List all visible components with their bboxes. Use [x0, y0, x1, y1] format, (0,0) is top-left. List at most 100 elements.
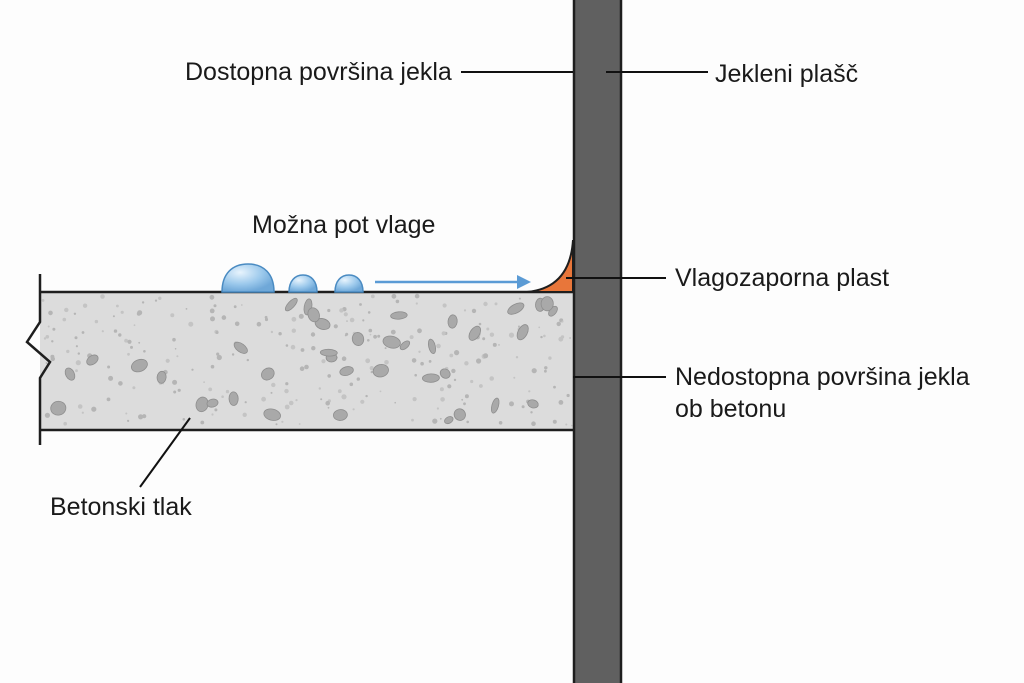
aggregate-speck: [395, 299, 400, 304]
aggregate-speck: [210, 316, 215, 322]
aggregate-speck: [291, 328, 296, 333]
aggregate-stone: [468, 325, 482, 341]
label-inaccessible-line2: ob betonu: [675, 395, 787, 423]
aggregate-speck: [558, 400, 564, 405]
aggregate-speck: [327, 308, 331, 313]
aggregate-speck: [298, 313, 304, 319]
aggregate-speck: [270, 391, 273, 394]
aggregate-speck: [565, 423, 568, 426]
aggregate-speck: [176, 355, 179, 358]
aggregate-speck: [553, 385, 556, 389]
aggregate-speck: [411, 358, 417, 363]
aggregate-speck: [344, 334, 347, 337]
aggregate-speck: [492, 342, 497, 347]
aggregate-speck: [200, 420, 205, 425]
label-moisture-barrier: Vlagozaporna plast: [675, 264, 890, 292]
aggregate-speck: [231, 353, 235, 356]
aggregate-speck: [154, 299, 158, 302]
aggregate-stone: [50, 400, 67, 416]
moisture-path-arrow: [375, 275, 531, 289]
aggregate-speck: [208, 387, 213, 392]
aggregate-speck: [420, 361, 424, 366]
aggregate-speck: [281, 420, 284, 423]
aggregate-speck: [124, 338, 128, 343]
aggregate-speck: [513, 376, 516, 379]
aggregate-speck: [415, 302, 418, 305]
aggregate-speck: [64, 307, 69, 313]
aggregate-speck: [100, 294, 105, 299]
aggregate-speck: [304, 364, 309, 370]
aggregate-stone: [382, 335, 401, 349]
aggregate-speck: [177, 388, 181, 392]
aggregate-speck: [264, 317, 269, 322]
aggregate-speck: [489, 332, 495, 337]
aggregate-speck: [508, 332, 515, 338]
aggregate-speck: [211, 413, 214, 416]
aggregate-speck: [182, 418, 186, 421]
aggregate-speck: [81, 411, 84, 414]
aggregate-speck: [325, 400, 331, 406]
aggregate-stone: [284, 297, 298, 312]
aggregate-stone: [372, 363, 389, 378]
aggregate-speck: [214, 408, 218, 412]
aggregate-speck: [77, 352, 81, 355]
aggregate-speck: [48, 310, 53, 316]
aggregate-speck: [509, 401, 514, 407]
label-inaccessible-line1: Nedostopna površina jekla: [675, 363, 970, 391]
aggregate-speck: [569, 337, 572, 339]
aggregate-stone: [540, 296, 554, 312]
aggregate-speck: [464, 361, 469, 366]
aggregate-speck: [107, 365, 111, 369]
aggregate-speck: [470, 379, 474, 384]
aggregate-speck: [275, 423, 278, 426]
aggregate-speck: [215, 331, 219, 334]
concrete-slab: [40, 290, 573, 432]
aggregate-speck: [216, 352, 220, 356]
aggregate-speck: [531, 421, 536, 427]
water-droplets: [221, 263, 364, 293]
aggregate-speck: [442, 303, 447, 308]
leader-concrete-floor: [139, 417, 191, 488]
aggregate-stone: [439, 368, 451, 379]
aggregate-stone: [444, 416, 454, 425]
aggregate-speck: [112, 315, 115, 318]
aggregate-speck: [138, 341, 141, 344]
aggregate-speck: [463, 402, 466, 406]
concrete-aggregate: [41, 293, 573, 427]
aggregate-speck: [45, 335, 50, 339]
label-steel-casing: Jekleni plašč: [715, 60, 859, 88]
aggregate-speck: [409, 335, 414, 340]
aggregate-speck: [447, 384, 452, 389]
aggregate-speck: [81, 331, 85, 334]
aggregate-speck: [352, 408, 355, 411]
aggregate-stone: [490, 397, 500, 414]
aggregate-speck: [108, 375, 114, 381]
aggregate-stone: [453, 408, 466, 421]
aggregate-speck: [432, 418, 438, 424]
aggregate-speck: [414, 373, 418, 377]
aggregate-speck: [271, 382, 276, 388]
aggregate-speck: [515, 356, 519, 359]
aggregate-speck: [82, 303, 88, 308]
water-droplet: [288, 274, 318, 293]
aggregate-speck: [143, 350, 146, 353]
aggregate-speck: [370, 370, 373, 374]
aggregate-speck: [349, 382, 354, 387]
aggregate-speck: [479, 384, 483, 388]
aggregate-speck: [439, 417, 442, 420]
aggregate-stone: [130, 358, 148, 373]
aggregate-speck: [170, 313, 175, 318]
aggregate-speck: [411, 418, 414, 422]
aggregate-speck: [299, 366, 305, 372]
aggregate-speck: [320, 398, 323, 401]
aggregate-stone: [333, 409, 348, 421]
aggregate-speck: [278, 332, 282, 336]
aggregate-speck: [571, 424, 573, 427]
aggregate-speck: [365, 358, 371, 364]
aggregate-stone: [307, 307, 320, 323]
aggregate-speck: [367, 311, 371, 314]
label-accessible-steel-surface: Dostopna površina jekla: [185, 58, 452, 86]
aggregate-speck: [560, 335, 565, 339]
aggregate-speck: [118, 333, 122, 337]
